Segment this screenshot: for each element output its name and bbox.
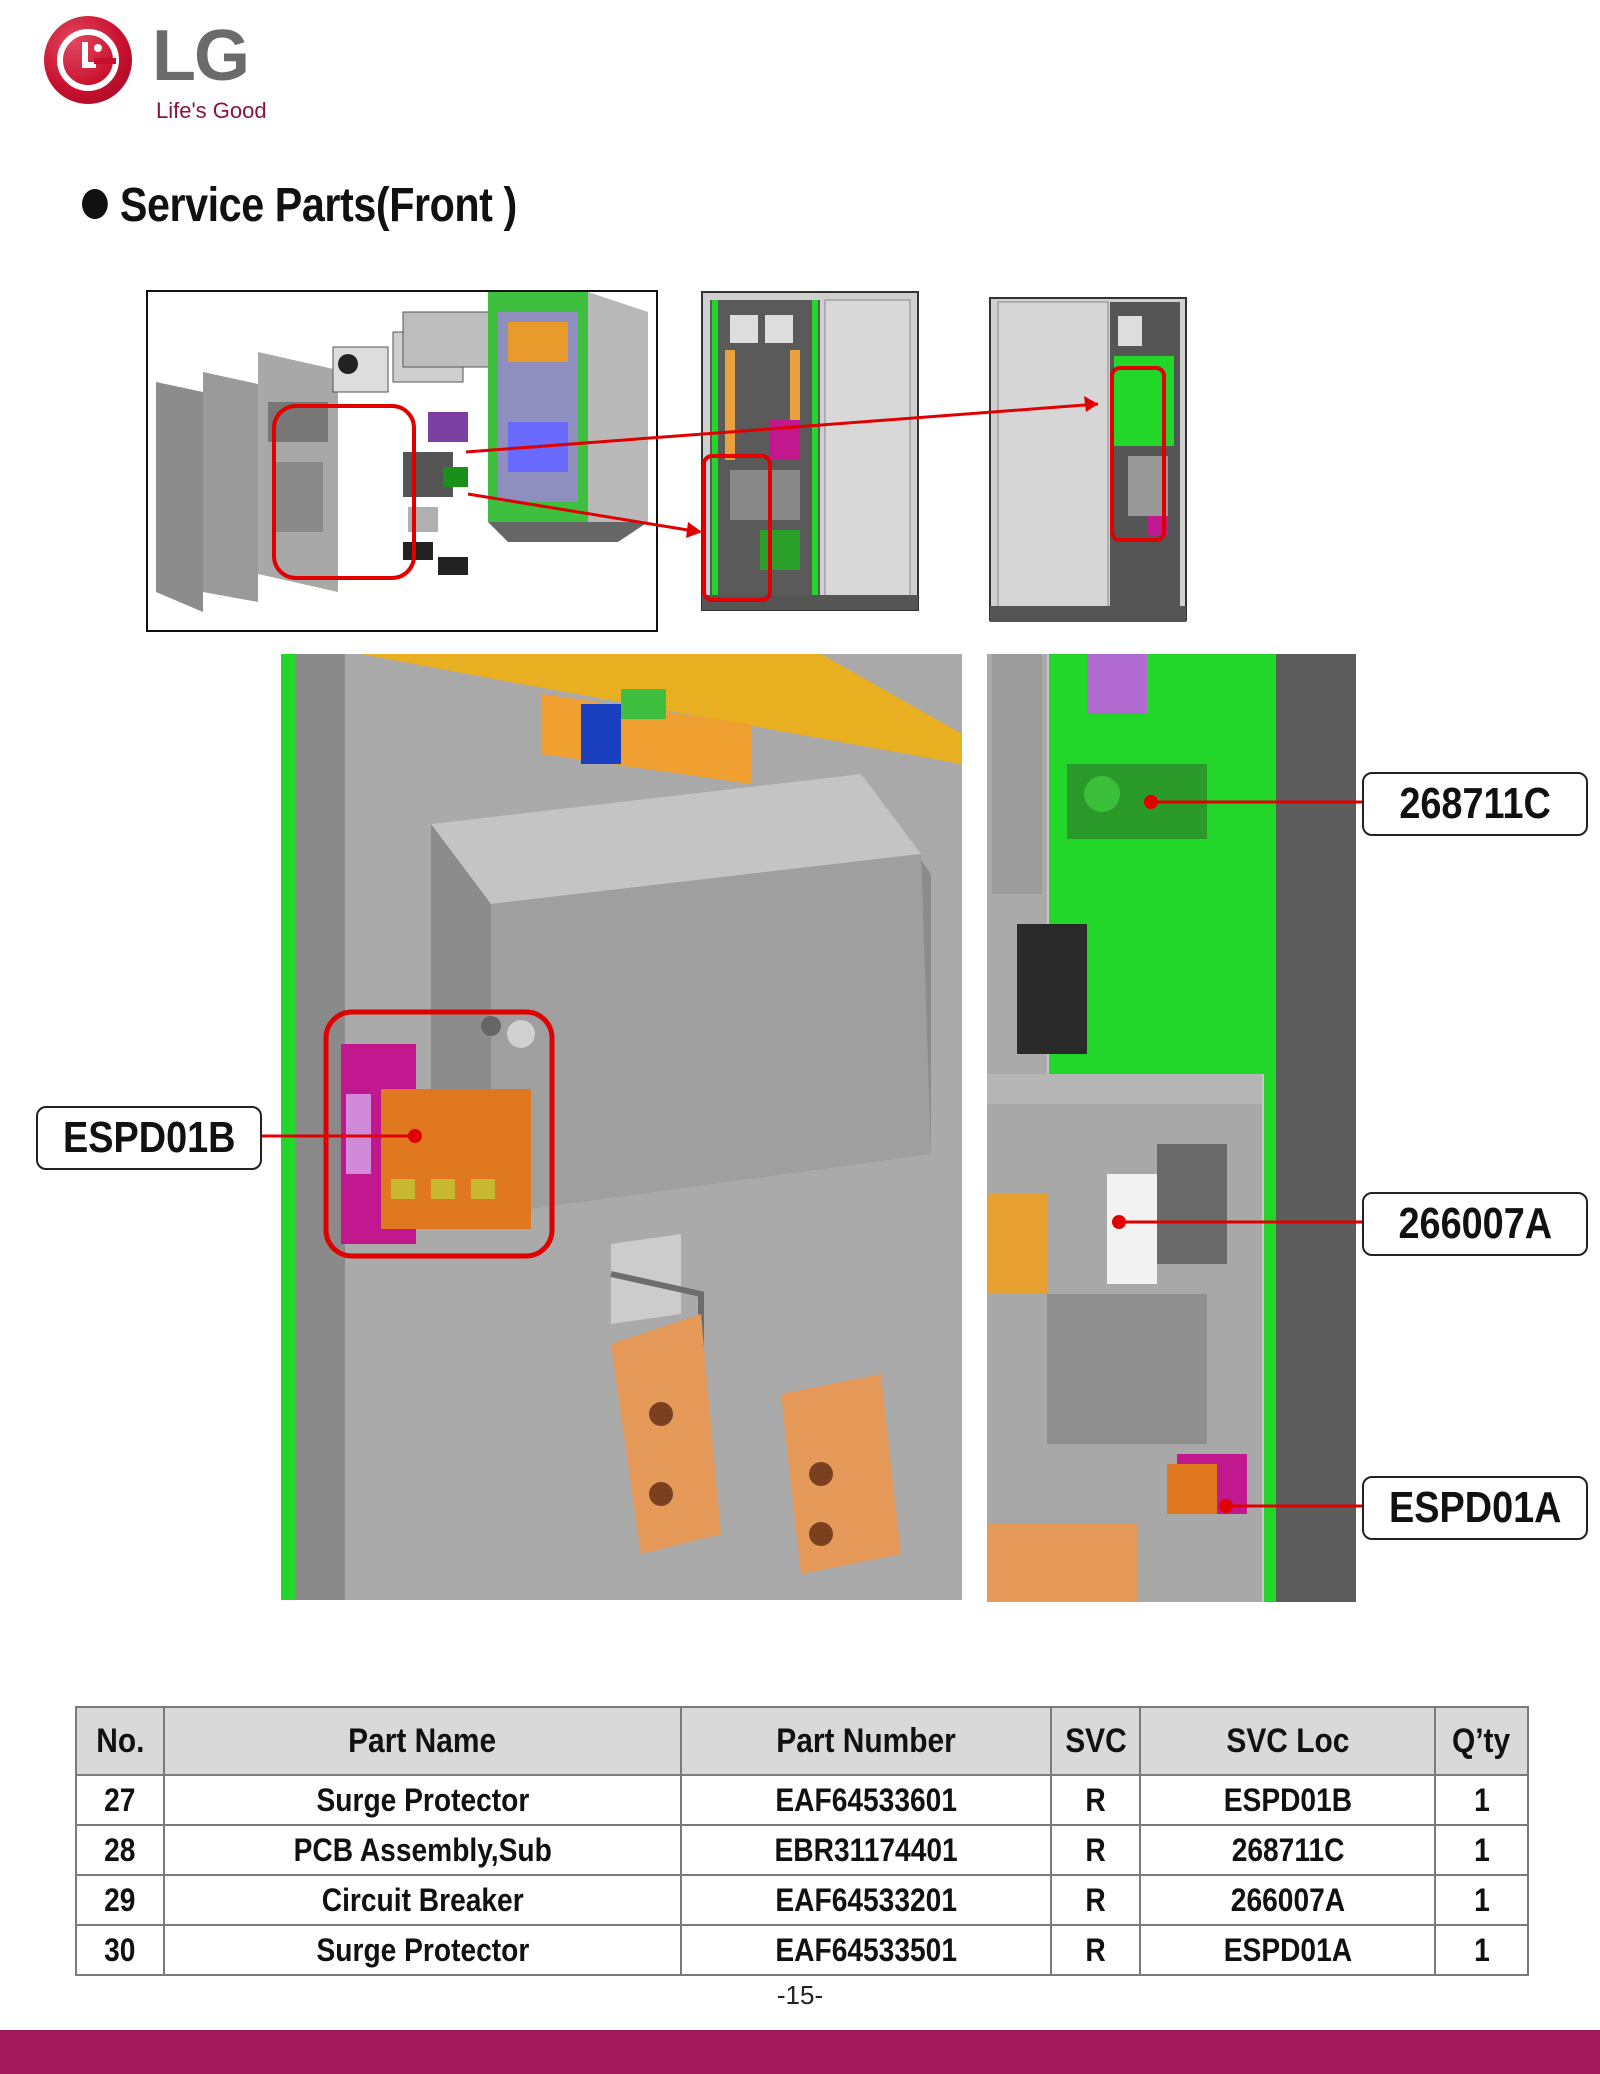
footer-bar (0, 2030, 1600, 2074)
cell-qty: 1 (1434, 1924, 1529, 1976)
page-number: -15- (776, 1980, 824, 2010)
cell-part-number: EAF64533201 (680, 1874, 1052, 1926)
header-svc-loc: SVC Loc (1139, 1706, 1437, 1776)
overview-arrows (465, 396, 1099, 538)
front-view-left-illustration (701, 291, 919, 611)
pcb-breaker-detail-illustration (987, 654, 1356, 1602)
header-no: No. (75, 1706, 165, 1776)
service-parts-table: No. Part Name Part Number SVC SVC Loc Q’… (75, 1706, 1529, 1976)
cell-no: 28 (75, 1824, 165, 1876)
front-view-left-panel (700, 290, 920, 612)
cell-svc-loc: 268711C (1139, 1824, 1437, 1876)
front-view-right-panel (988, 296, 1188, 622)
header-part-number: Part Number (680, 1706, 1052, 1776)
cell-svc: R (1049, 1874, 1142, 1926)
cell-no: 27 (75, 1774, 165, 1826)
surge-protector-detail-illustration (281, 654, 962, 1600)
callout-espd01a: ESPD01A (1362, 1476, 1588, 1540)
bullet-icon (82, 189, 108, 220)
cell-svc-loc: ESPD01B (1139, 1774, 1437, 1826)
cell-part-name: Circuit Breaker (162, 1874, 683, 1926)
callout-268711c: 268711C (1362, 772, 1588, 836)
cell-part-number: EAF64533501 (680, 1924, 1052, 1976)
arrow-head-icon (1084, 396, 1098, 412)
callout-label: ESPD01A (1388, 1483, 1562, 1532)
table-row: 27 Surge Protector EAF64533601 R ESPD01B… (75, 1774, 1529, 1826)
cell-part-name: PCB Assembly,Sub (162, 1824, 683, 1876)
detail-right-panel (987, 654, 1356, 1602)
page-title: Service Parts(Front ) (82, 178, 517, 233)
page-title-text: Service Parts(Front ) (119, 179, 517, 232)
front-view-right-illustration (989, 297, 1187, 622)
arrow-head-icon (686, 522, 702, 538)
callout-label: ESPD01B (62, 1113, 236, 1162)
exploded-view-illustration (148, 292, 656, 630)
cell-svc-loc: 266007A (1139, 1874, 1437, 1926)
exploded-view-panel (146, 290, 658, 632)
header-svc: SVC (1049, 1706, 1142, 1776)
leader-dot-icon (408, 1129, 422, 1143)
cell-qty: 1 (1434, 1874, 1529, 1926)
callout-label: 268711C (1399, 779, 1551, 828)
table-row: 28 PCB Assembly,Sub EBR31174401 R 268711… (75, 1824, 1529, 1876)
cell-part-number: EBR31174401 (680, 1824, 1052, 1876)
table-row: 30 Surge Protector EAF64533501 R ESPD01A… (75, 1924, 1529, 1976)
lg-logo-mark (44, 16, 132, 104)
table-row: 29 Circuit Breaker EAF64533201 R 266007A… (75, 1874, 1529, 1926)
cell-part-name: Surge Protector (162, 1774, 683, 1826)
header-qty: Q’ty (1434, 1706, 1529, 1776)
callout-label: 266007A (1398, 1199, 1552, 1248)
cell-svc: R (1049, 1924, 1142, 1976)
callout-espd01b: ESPD01B (36, 1106, 262, 1170)
table-header-row: No. Part Name Part Number SVC SVC Loc Q’… (75, 1706, 1529, 1776)
callout-266007a: 266007A (1362, 1192, 1588, 1256)
lg-face-icon (57, 29, 119, 91)
callout-leaders (258, 795, 1364, 1513)
brand-tagline: Life's Good (156, 98, 267, 123)
cell-part-number: EAF64533601 (680, 1774, 1052, 1826)
detail-left-panel (281, 654, 962, 1600)
cell-qty: 1 (1434, 1774, 1529, 1826)
lg-logo: LG Life's Good (40, 12, 300, 132)
cell-no: 29 (75, 1874, 165, 1926)
leader-dot-icon (1144, 795, 1158, 809)
brand-name: LG (152, 16, 250, 96)
leader-dot-icon (1219, 1499, 1233, 1513)
cell-svc: R (1049, 1824, 1142, 1876)
cell-no: 30 (75, 1924, 165, 1976)
cell-svc-loc: ESPD01A (1139, 1924, 1437, 1976)
cell-svc: R (1049, 1774, 1142, 1826)
header-part-name: Part Name (162, 1706, 683, 1776)
cell-qty: 1 (1434, 1824, 1529, 1876)
leader-dot-icon (1112, 1215, 1126, 1229)
cell-part-name: Surge Protector (162, 1924, 683, 1976)
